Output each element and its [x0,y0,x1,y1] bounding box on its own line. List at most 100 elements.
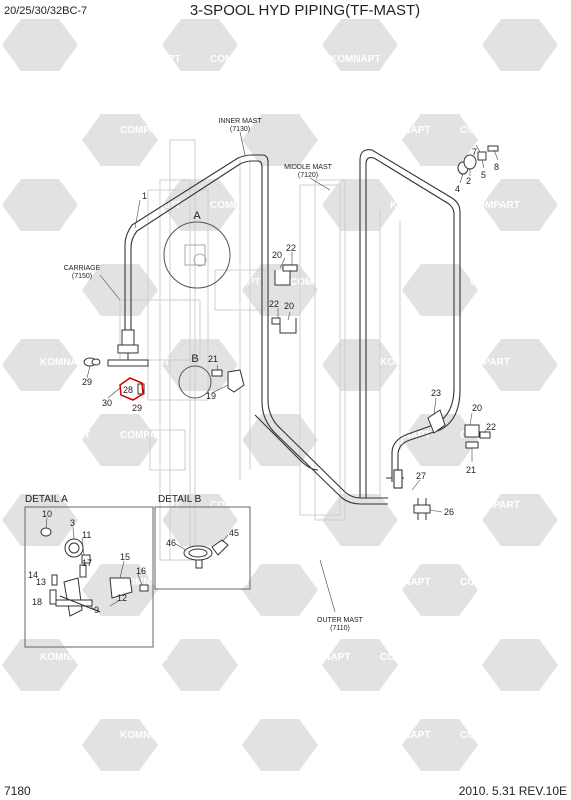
leader-lines [45,131,499,613]
callout-15: 15 [120,552,130,562]
wm-cyr-4: KOMNAPT [380,125,431,136]
clamp-parts-inner [211,264,298,393]
callout-30: 30 [102,398,112,408]
label-carriage-code: (7150) [72,273,92,280]
callout-7: 7 [472,147,477,157]
callout-29a: 29 [82,377,92,387]
label-middle-mast: MIDDLE MAST [284,164,333,171]
detail-b-title: DETAIL B [158,494,202,505]
wm-cyr-3: KOMNAPT [40,125,91,136]
part-28-highlight [119,377,144,401]
callout-21: 21 [208,354,218,364]
callout-11: 11 [82,530,91,540]
label-middle-mast-code: (7120) [298,172,318,179]
model-label: 20/25/30/32BC-7 [4,5,87,17]
detail-a-box: DETAIL A [24,494,154,648]
callout-23: 23 [431,388,441,398]
wm-cyr-19: KOMNAPT [380,730,431,741]
wm-lat-1: COMPART [210,54,260,65]
wm-lat-16: COMPART [460,577,510,588]
callout-9: 9 [94,605,99,615]
wm-cyr-15: KOMNAPT [380,577,431,588]
callout-8: 8 [494,162,499,172]
wm-cyr-12: KOMNAPT [130,500,181,511]
label-outer-mast-code: (7110) [330,625,350,632]
wm-lat-18: COMPART [380,652,430,663]
callout-2: 2 [466,176,471,186]
right-side-brackets [413,409,491,520]
callout-46: 46 [166,538,176,548]
detail-a-marker: A [163,210,231,289]
page-title: 3-SPOOL HYD PIPING(TF-MAST) [190,2,420,19]
label-inner-mast-code: (7130) [230,126,250,133]
wm-cyr-10: KOMNAPT [40,430,91,441]
callout-19: 19 [206,391,216,401]
wm-cyr-6: KOMNAPT [390,200,441,211]
assembly-labels: INNER MAST (7130) MIDDLE MAST (7120) CAR… [64,118,364,632]
callout-22c: 22 [486,422,496,432]
callout-22b: 22 [269,299,279,309]
callout-numbers: 1 7 8 2 5 4 22 20 22 20 21 19 29 28 30 2… [28,147,499,615]
wm-lat-17: COMPART [120,652,170,663]
callout-5: 5 [481,170,486,180]
wm-lat-3: COMPART [120,125,170,136]
callout-12: 12 [117,593,127,603]
callout-28: 28 [123,385,133,395]
detail-a-letter: A [193,210,201,222]
wm-cyr-14: KOMNAPT [120,577,171,588]
callout-26: 26 [444,507,454,517]
wm-cyr-5: KOMNAPT [130,200,181,211]
revision-date: 2010. 5.31 REV.10E [459,784,567,798]
wm-cyr-16: KOMNAPT [40,652,91,663]
detail-a-title: DETAIL A [25,494,68,505]
middle-mast-hose-loop [359,149,461,498]
mast-structure-ghost [119,139,401,561]
inner-mast-hose-loop [124,154,388,505]
wm-cyr-18: KOMNAPT [120,730,171,741]
detail-b-box: DETAIL B [154,494,251,590]
callout-45: 45 [229,528,239,538]
callout-27: 27 [416,471,426,481]
callout-20c: 20 [472,403,482,413]
wm-lat-8: COMPART [470,277,520,288]
callout-14: 14 [28,570,38,580]
wm-lat-5: COMPART [210,200,260,211]
wm-cyr-17: KOMNAPT [300,652,351,663]
detail-b-marker: B [178,353,212,399]
carriage-fittings [83,329,149,395]
callout-16: 16 [136,566,146,576]
wm-lat-11: COMPART [120,430,170,441]
callout-17: 17 [82,558,92,568]
page-code: 7180 [4,784,31,798]
wm-lat-10: COMPART [460,357,510,368]
callout-1: 1 [142,191,147,201]
wm-lat-15: COMPART [200,577,250,588]
callout-29b: 29 [132,403,142,413]
wm-lat-20: COMPART [460,730,510,741]
wm-lat-2: COMPART [410,54,460,65]
label-outer-mast: OUTER MAST [317,617,364,624]
callout-3: 3 [70,518,75,528]
detail-b-letter: B [191,353,198,365]
wm-cyr-2: KOMNAPT [330,54,381,65]
callout-4: 4 [455,184,460,194]
wm-lat-14: COMPART [470,500,520,511]
callout-21b: 21 [466,465,476,475]
wm-lat-6: COMPART [470,200,520,211]
callout-13: 13 [36,577,46,587]
callout-20b: 20 [284,301,294,311]
callout-22a: 22 [286,243,296,253]
label-inner-mast: INNER MAST [218,118,262,125]
label-carriage: CARRIAGE [64,265,101,272]
wm-cyr-8: KOMNAPT [40,357,91,368]
wm-cyr-1: KOMNAPT [130,54,181,65]
callout-10: 10 [42,509,52,519]
wm-cyr-7: KOMNAPT [210,277,261,288]
wm-lat-4: COMPART [460,125,510,136]
callout-18: 18 [32,597,42,607]
wm-lat-19: COMPART [200,730,250,741]
callout-20a: 20 [272,250,282,260]
wm-cyr-9: KOMNAPT [380,357,431,368]
